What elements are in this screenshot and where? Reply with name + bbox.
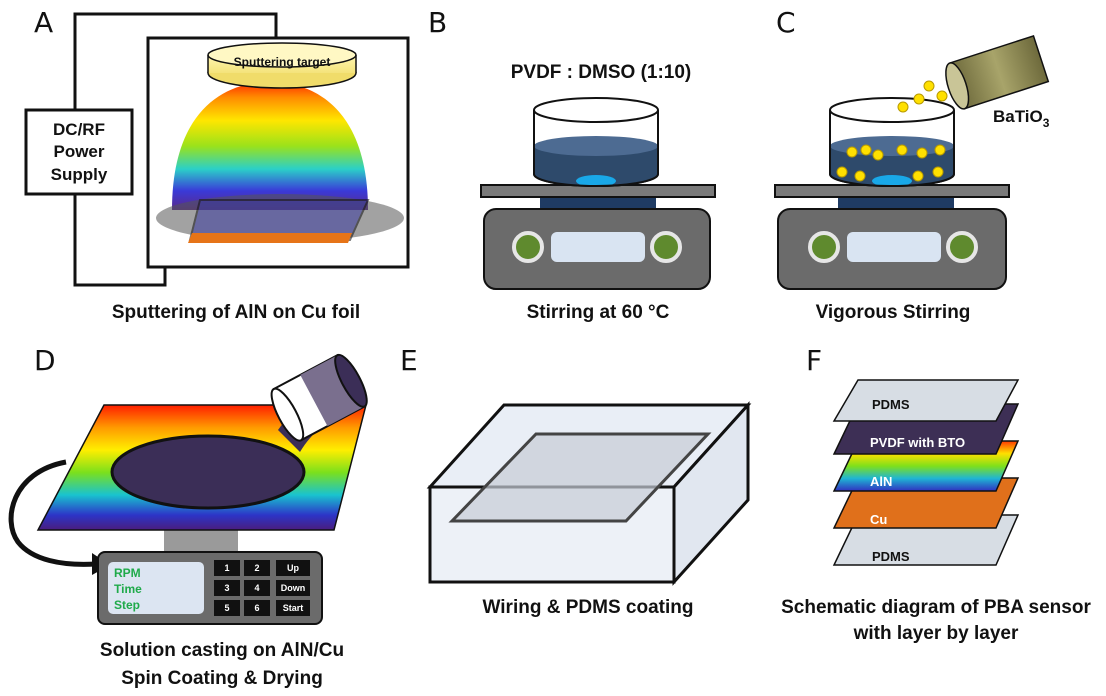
ratio-label: PVDF : DMSO (1:10): [511, 62, 692, 83]
key-2[interactable]: [244, 560, 270, 576]
panel-letter-e: E: [400, 344, 418, 377]
panel-letter-b: B: [428, 6, 447, 39]
key-down[interactable]: [276, 580, 310, 596]
layer-label-pdms-bottom: PDMS: [872, 549, 910, 564]
embedded-sensor: [448, 432, 712, 523]
wire-top: [73, 12, 278, 112]
caption-a: Sputtering of AlN on Cu foil: [112, 302, 360, 323]
svg-text:6: 6: [254, 603, 259, 613]
hotplate-display-c: [847, 232, 941, 262]
panel-e: E Wiring & PDMS coating: [400, 344, 752, 618]
panel-c: C BaTiO3 Vigorous Sti: [774, 6, 1050, 323]
power-supply-line-2: Power: [53, 142, 104, 161]
caption-f-line-2: with layer by layer: [853, 623, 1019, 644]
svg-text:3: 3: [224, 583, 229, 593]
layer-pdms-top: [832, 379, 1020, 422]
copper-foil: [188, 233, 352, 243]
key-6[interactable]: [244, 600, 270, 616]
keypad: 1 2 Up 3 4 Down 5 6 Start: [214, 560, 310, 616]
svg-text:5: 5: [224, 603, 229, 613]
svg-text:Down: Down: [281, 583, 306, 593]
key-3[interactable]: [214, 580, 240, 596]
left-knob: [512, 231, 544, 263]
beaker-solution: [534, 146, 658, 186]
sputtering-target-label: Sputtering target: [234, 55, 331, 69]
svg-text:1: 1: [224, 563, 229, 573]
display-step: Step: [114, 598, 140, 612]
panel-letter-d: D: [34, 344, 56, 377]
display-rpm: RPM: [114, 566, 141, 580]
caption-d-line-2: Spin Coating & Drying: [121, 668, 323, 689]
svg-text:4: 4: [254, 583, 259, 593]
spin-coater-display: [108, 562, 204, 614]
panel-letter-c: C: [776, 6, 796, 39]
power-supply-line-3: Supply: [51, 165, 108, 184]
caption-d-line-1: Solution casting on AlN/Cu: [100, 640, 344, 661]
batio3-label: BaTiO3: [993, 107, 1050, 130]
key-5[interactable]: [214, 600, 240, 616]
svg-text:Up: Up: [287, 563, 299, 573]
caption-b: Stirring at 60 °C: [527, 302, 670, 323]
power-supply-line-1: DC/RF: [53, 120, 105, 139]
panel-letter-a: A: [34, 6, 53, 39]
substrate-foil: [188, 199, 370, 241]
stir-bar: [576, 175, 616, 187]
layer-label-aln: AlN: [870, 474, 892, 489]
right-knob-c: [946, 231, 978, 263]
panel-b: B PVDF : DMSO (1:10) Stirring at 60 °C: [428, 6, 716, 323]
batio3-particles-dispersed: [836, 144, 946, 182]
right-knob: [650, 231, 682, 263]
caption-c: Vigorous Stirring: [816, 302, 971, 323]
left-knob-c: [808, 231, 840, 263]
solution-puddle: [110, 434, 306, 510]
plasma-dome: [172, 82, 368, 210]
stir-bar-c: [872, 175, 912, 187]
layer-label-pvdf-bto: PVDF with BTO: [870, 435, 965, 450]
panel-letter-f: F: [806, 344, 822, 377]
batio3-container: [945, 34, 1050, 110]
display-time: Time: [114, 582, 142, 596]
pdms-block-side: [672, 401, 750, 586]
key-start[interactable]: [276, 600, 310, 616]
key-4[interactable]: [244, 580, 270, 596]
svg-text:2: 2: [254, 563, 259, 573]
panel-f: F PDMS PVDF with BTO AlN Cu PDMS Schemat…: [781, 344, 1091, 644]
hotplate-neck-c: [838, 195, 954, 209]
pouring-beaker: [270, 353, 368, 442]
caption-e: Wiring & PDMS coating: [483, 597, 694, 618]
panel-d: D RPM Time Step: [8, 344, 368, 689]
hotplate-neck: [540, 195, 656, 209]
layer-label-pdms-top: PDMS: [872, 397, 910, 412]
caption-f-line-1: Schematic diagram of PBA sensor: [781, 597, 1091, 618]
layer-label-cu: Cu: [870, 512, 887, 527]
solution-surface: [534, 136, 658, 156]
svg-text:Start: Start: [283, 603, 304, 613]
hotplate-display: [551, 232, 645, 262]
key-1[interactable]: [214, 560, 240, 576]
key-up[interactable]: [276, 560, 310, 576]
rotation-arrow: [8, 459, 97, 567]
panel-a: A Sputtering target DC/RF Power Supply S…: [24, 6, 410, 323]
power-supply-box: [24, 108, 134, 196]
